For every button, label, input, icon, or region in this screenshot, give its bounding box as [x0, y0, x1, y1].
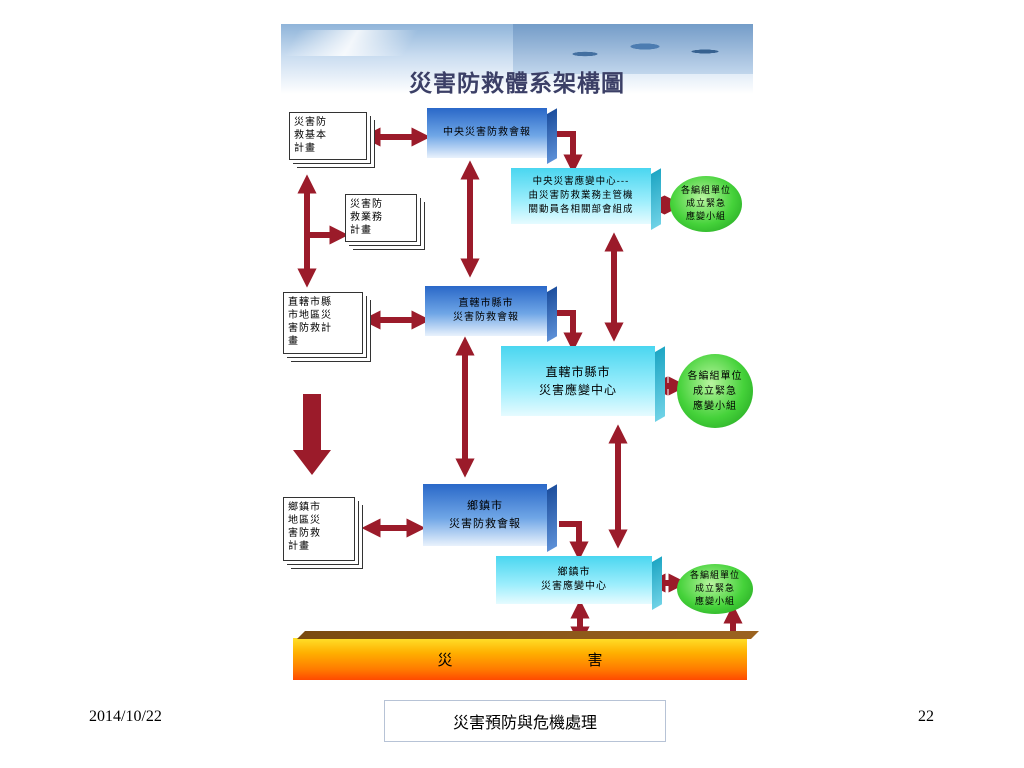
disaster-bar: 災 害: [293, 638, 747, 680]
footer-date: 2014/10/22: [89, 708, 162, 725]
township-emergency-center-box: 鄉鎮市 災害應變中心: [496, 556, 652, 604]
title-banner: [281, 24, 753, 94]
operation-plan-doc: 災害防 救業務 計畫: [345, 194, 417, 242]
central-emergency-center-box: 中央災害應變中心--- 由災害防救業務主管機 關動員各相關部會組成: [511, 168, 651, 224]
banner-people-image: [513, 24, 753, 74]
arrow-citycouncil-to-emergency: [551, 310, 583, 352]
diagram-figure: 災害防救體系架構圖 災: [281, 24, 753, 684]
township-plan-doc: 鄉鎮市 地區災 害防救 計畫: [283, 497, 355, 561]
footer-title-box: 災害預防與危機處理: [384, 700, 666, 742]
city-emergency-unit-oval: 各編組單位 成立緊急 應變小組: [677, 354, 753, 428]
footer-title: 災害預防與危機處理: [452, 713, 597, 732]
disaster-label: 災 害: [437, 650, 663, 669]
township-emergency-unit-oval: 各編組單位 成立緊急 應變小組: [677, 564, 753, 614]
city-plan-doc: 直轄市縣 市地區災 害防救計 畫: [283, 292, 363, 354]
arrow-township-council-to-emergency: [559, 521, 589, 561]
central-council-box: 中央災害防救會報: [427, 108, 547, 158]
city-council-box: 直轄市縣市 災害防救會報: [425, 286, 547, 336]
arrow-cityplan-township-down: [293, 394, 331, 475]
basic-plan-doc: 災害防 救基本 計畫: [289, 112, 367, 160]
arrow-central-to-emergency: [551, 131, 583, 174]
central-emergency-unit-oval: 各編組單位 成立緊急 應變小組: [670, 176, 742, 232]
page-number: 22: [918, 708, 934, 725]
city-emergency-center-box: 直轄市縣市 災害應變中心: [501, 346, 655, 416]
diagram-title: 災害防救體系架構圖: [409, 71, 625, 97]
arrow-layer: [293, 127, 743, 652]
township-council-box: 鄉鎮市 災害防救會報: [423, 484, 547, 546]
